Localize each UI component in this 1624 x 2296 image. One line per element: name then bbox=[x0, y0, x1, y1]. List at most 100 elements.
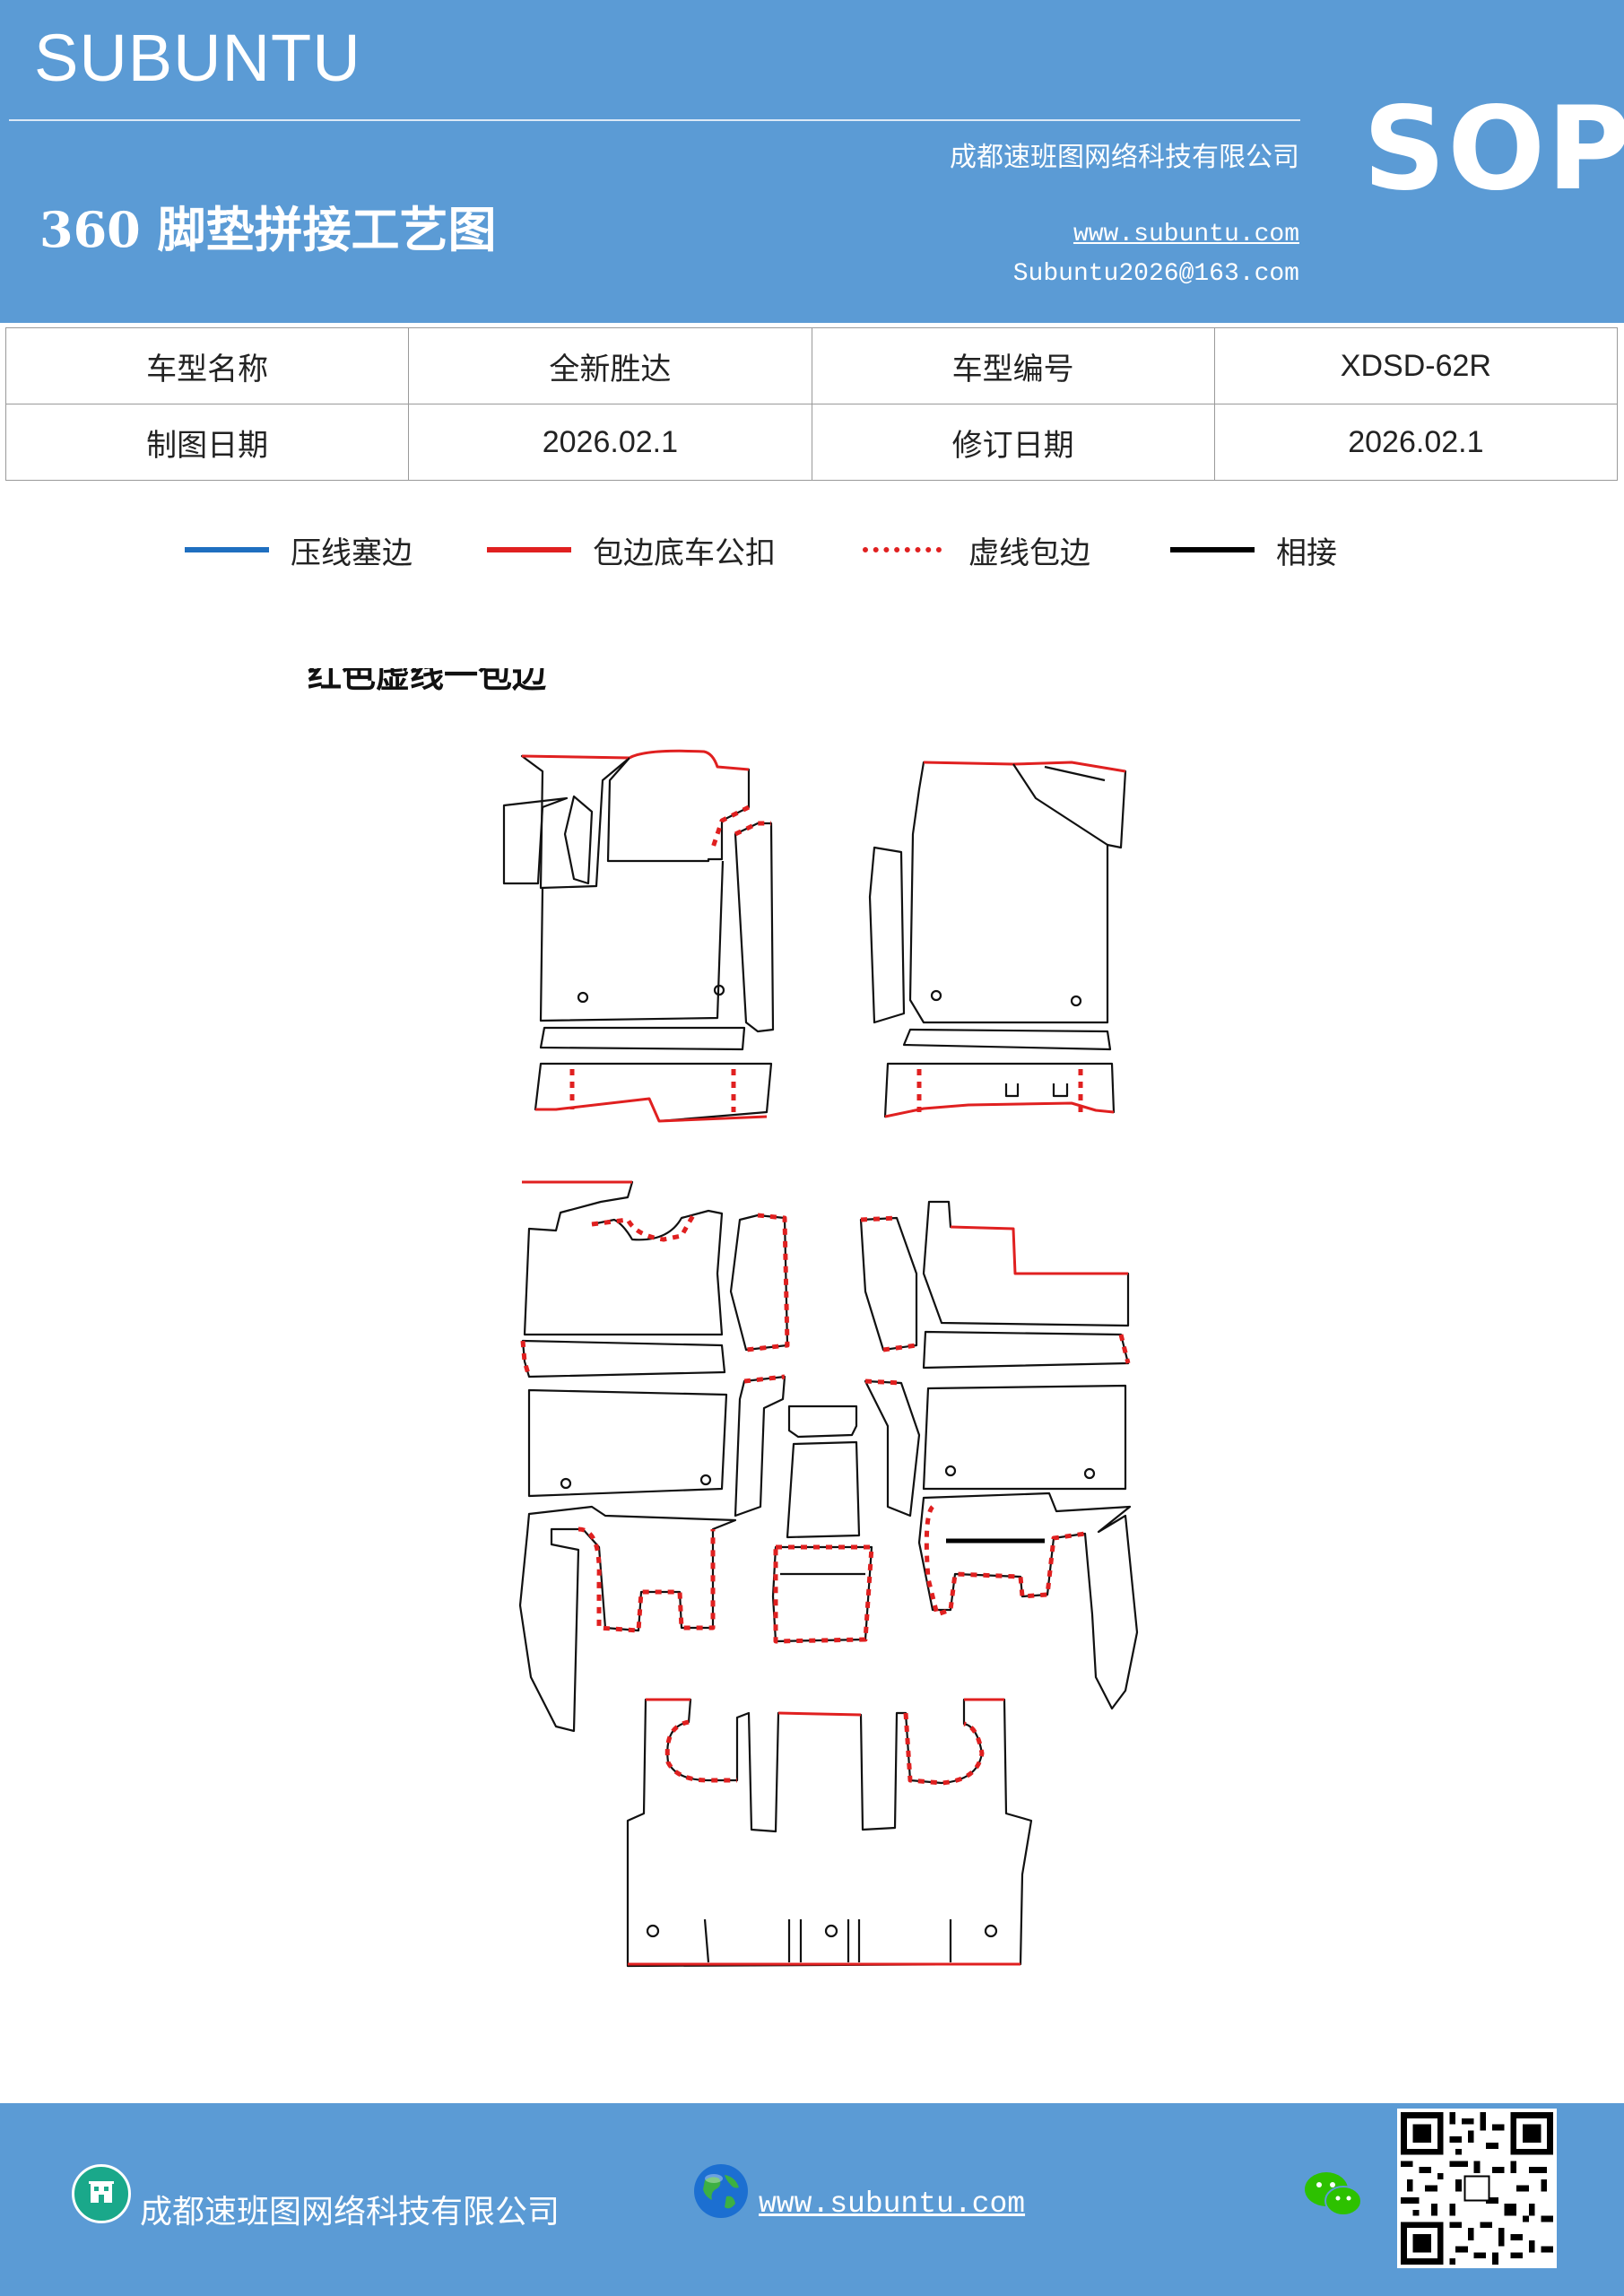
middle-left-mat-group bbox=[518, 1180, 790, 1733]
mat-edge-dotted bbox=[710, 804, 751, 848]
mat-hole bbox=[577, 991, 589, 1004]
footer-website-link[interactable]: www.subuntu.com bbox=[759, 2187, 1026, 2221]
mat-piece bbox=[703, 1918, 952, 1963]
legend-label: 相接 bbox=[1276, 535, 1337, 571]
table-row: 制图日期 2026.02.1 修订日期 2026.02.1 bbox=[4, 404, 1619, 481]
brand-name: SUBUNTU bbox=[34, 21, 361, 95]
mat-hole bbox=[930, 989, 942, 1002]
mat-edge-dotted bbox=[773, 1544, 874, 1644]
mat-edge-red bbox=[646, 1698, 1004, 1717]
middle-center-mat-group bbox=[771, 1405, 874, 1644]
mat-piece bbox=[518, 1505, 737, 1733]
model-name-label: 车型名称 bbox=[4, 327, 410, 404]
mat-edge-dotted bbox=[1118, 1334, 1131, 1364]
draw-date-label: 制图日期 bbox=[4, 404, 410, 481]
legend-swatch-black-solid bbox=[1170, 547, 1255, 552]
mat-edge-dotted bbox=[591, 1211, 698, 1242]
mat-edge-red bbox=[535, 1097, 768, 1123]
header-email: Subuntu2026@163.com bbox=[1012, 260, 1299, 288]
legend-label: 压线塞边 bbox=[291, 535, 413, 571]
mat-edge-dotted bbox=[578, 1526, 716, 1633]
model-code-value: XDSD-62R bbox=[1213, 327, 1619, 404]
legend-label: 虚线包边 bbox=[968, 535, 1090, 571]
mat-hole bbox=[699, 1474, 712, 1486]
footer-banner: 成都速班图网络科技有限公司 www.subuntu.com bbox=[0, 2103, 1624, 2296]
legend-swatch-red-dotted bbox=[863, 547, 942, 552]
qr-code bbox=[1397, 2109, 1557, 2268]
document-title: 360 脚垫拼接工艺图 bbox=[39, 201, 497, 258]
mat-hole bbox=[824, 1924, 838, 1938]
vehicle-info-table: 车型名称 全新胜达 车型编号 XDSD-62R 制图日期 2026.02.1 修… bbox=[4, 327, 1619, 481]
legend-item-joint: 相接 bbox=[1170, 527, 1337, 572]
mat-piece bbox=[539, 1026, 746, 1051]
mat-edge-red bbox=[521, 754, 630, 760]
mat-piece bbox=[563, 795, 594, 885]
mat-edge-red bbox=[923, 761, 1126, 773]
header-divider bbox=[9, 119, 1300, 121]
revise-date-value: 2026.02.1 bbox=[1213, 404, 1619, 481]
header-company-name: 成都速班图网络科技有限公司 bbox=[950, 142, 1299, 173]
table-row: 车型名称 全新胜达 车型编号 XDSD-62R bbox=[4, 327, 1619, 404]
mat-hole bbox=[984, 1924, 998, 1938]
mat-piece bbox=[864, 1379, 921, 1518]
mat-piece bbox=[734, 1375, 786, 1518]
middle-right-mat-group bbox=[859, 1200, 1139, 1710]
mat-edge-dotted bbox=[864, 1378, 902, 1386]
mat-piece bbox=[917, 1492, 1139, 1710]
draw-date-value: 2026.02.1 bbox=[408, 404, 812, 481]
legend-swatch-red-solid bbox=[487, 547, 571, 552]
header-banner: SUBUNTU 成都速班图网络科技有限公司 360 脚垫拼接工艺图 www.su… bbox=[0, 0, 1624, 323]
mat-hole bbox=[1070, 995, 1082, 1007]
mat-edge-dotted bbox=[664, 1712, 985, 1786]
mat-piece bbox=[729, 1213, 789, 1352]
mat-edge-dotted bbox=[860, 1215, 917, 1352]
legend-item-press-line: 压线塞边 bbox=[185, 527, 413, 572]
mat-piece bbox=[908, 761, 1127, 1024]
mat-hole bbox=[1083, 1467, 1096, 1480]
mat-edge-dotted bbox=[745, 1213, 790, 1352]
mat-piece bbox=[922, 1384, 1127, 1491]
front-right-mat-group bbox=[868, 761, 1127, 1118]
footer-company-name: 成都速班图网络科技有限公司 bbox=[140, 2194, 560, 2231]
mat-piece bbox=[1044, 765, 1106, 782]
mat-piece bbox=[521, 1339, 726, 1378]
mat-hole bbox=[713, 984, 725, 996]
wechat-icon bbox=[1305, 2172, 1362, 2216]
building-icon bbox=[72, 2164, 131, 2223]
model-name-value: 全新胜达 bbox=[408, 327, 812, 404]
mat-piece bbox=[527, 1388, 728, 1498]
mat-piece bbox=[522, 1180, 724, 1336]
mat-piece bbox=[922, 1330, 1130, 1370]
legend-item-red-edge: 包边底车公扣 bbox=[487, 527, 776, 572]
mat-hole bbox=[944, 1465, 957, 1477]
mat-piece bbox=[734, 822, 775, 1033]
mat-piece bbox=[771, 1545, 873, 1643]
mat-edge-dotted bbox=[924, 1505, 1086, 1617]
mat-piece bbox=[859, 1216, 918, 1352]
mat-piece bbox=[539, 860, 725, 1022]
model-code-label: 车型编号 bbox=[811, 327, 1215, 404]
line-legend: 压线塞边 包边底车公扣 虚线包边 相接 bbox=[0, 527, 1624, 572]
diagram-caption: 红色虚线一包边 bbox=[308, 668, 547, 695]
mat-edge-red bbox=[629, 749, 750, 771]
mat-hole bbox=[560, 1477, 572, 1490]
legend-swatch-blue-solid bbox=[185, 547, 269, 552]
mat-piece bbox=[868, 846, 906, 1024]
legend-label: 包边底车公扣 bbox=[593, 535, 776, 571]
mat-piece bbox=[1004, 1083, 1069, 1098]
rear-mat-group bbox=[626, 1698, 1033, 1968]
mat-piece bbox=[502, 796, 569, 885]
globe-icon bbox=[694, 2164, 748, 2218]
sop-badge: SOP bbox=[1363, 83, 1624, 216]
mat-piece bbox=[786, 1440, 861, 1539]
mat-edge-dotted bbox=[520, 1340, 532, 1378]
mat-piece bbox=[922, 1200, 1130, 1327]
legend-item-dotted-edge: 虚线包边 bbox=[863, 527, 1090, 572]
mat-piece bbox=[902, 1028, 1112, 1051]
revise-date-label: 修订日期 bbox=[811, 404, 1215, 481]
mat-piece bbox=[1012, 763, 1108, 846]
mat-piece bbox=[787, 1405, 858, 1439]
header-website-link[interactable]: www.subuntu.com bbox=[1073, 221, 1299, 248]
mat-hole bbox=[646, 1924, 660, 1938]
front-left-mat-group bbox=[502, 749, 775, 1123]
